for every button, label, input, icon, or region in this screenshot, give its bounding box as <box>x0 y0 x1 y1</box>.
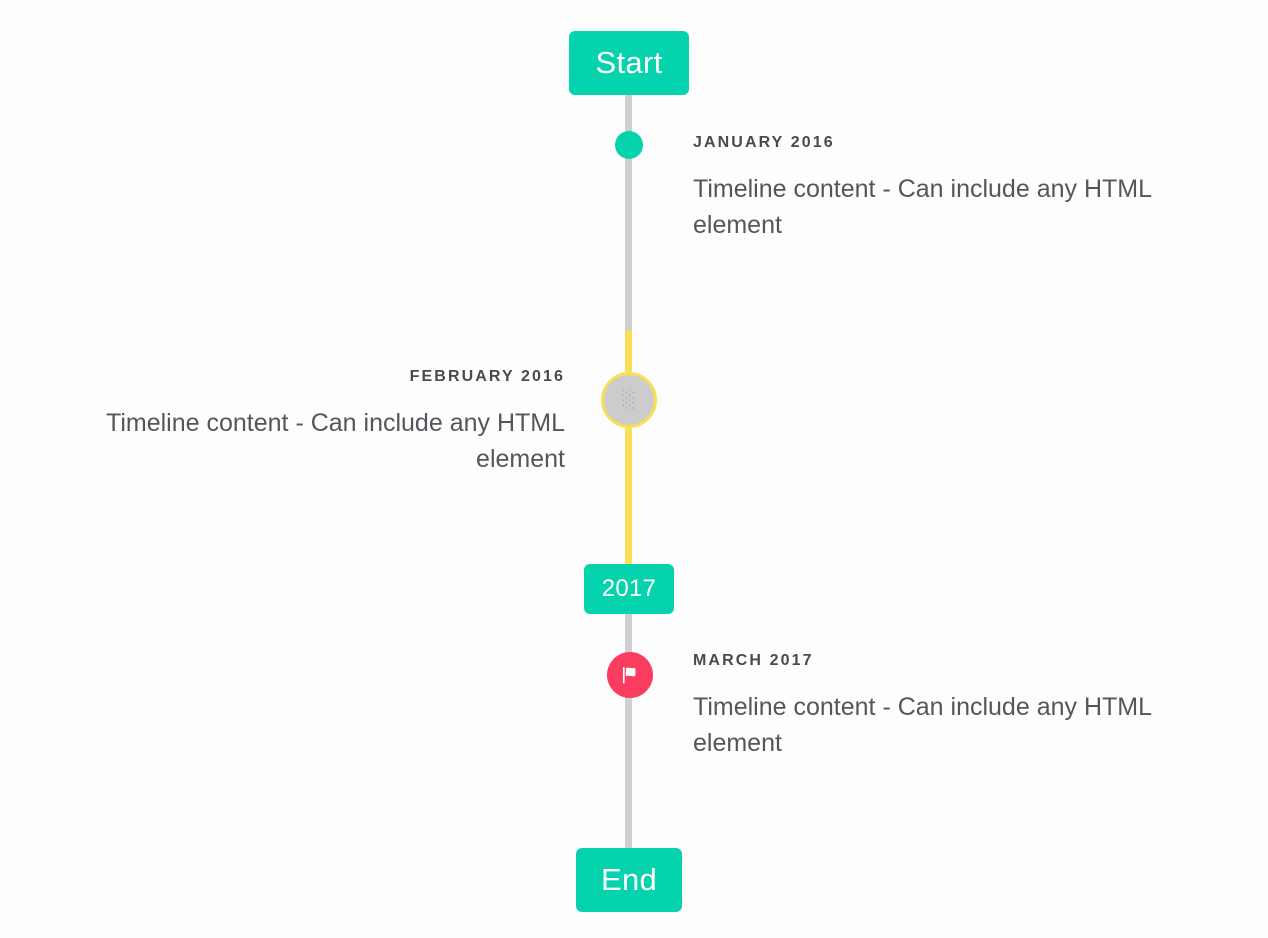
timeline-entry-body: Timeline content - Can include any HTML … <box>106 409 565 473</box>
timeline-entry-body: Timeline content - Can include any HTML … <box>693 693 1152 757</box>
timeline-marker-placeholder-february[interactable]: ░ <box>601 372 657 428</box>
timeline-entry-date: February 2016 <box>409 368 565 385</box>
flag-icon <box>619 664 641 686</box>
timeline-marker-flag-march[interactable] <box>607 652 653 698</box>
timeline-entry-january-2016: January 2016 Timeline content - Can incl… <box>693 134 1233 243</box>
timeline-entry-march-2017: March 2017 Timeline content - Can includ… <box>693 652 1233 761</box>
timeline-year-badge-2017[interactable]: 2017 <box>584 564 674 614</box>
timeline-entry-date: March 2017 <box>693 652 814 669</box>
timeline-end-badge[interactable]: End <box>576 848 682 912</box>
missing-glyph-icon: ░ <box>622 389 636 410</box>
timeline-entry-date: January 2016 <box>693 134 835 151</box>
timeline-marker-dot-january[interactable] <box>615 131 643 159</box>
timeline-start-badge[interactable]: Start <box>569 31 689 95</box>
timeline-rail-highlight <box>625 330 632 576</box>
timeline-entry-body: Timeline content - Can include any HTML … <box>693 175 1152 239</box>
timeline-rail-upper <box>625 88 632 336</box>
timeline-entry-february-2016: February 2016 Timeline content - Can inc… <box>35 368 565 477</box>
timeline-rail-lower <box>625 610 632 858</box>
